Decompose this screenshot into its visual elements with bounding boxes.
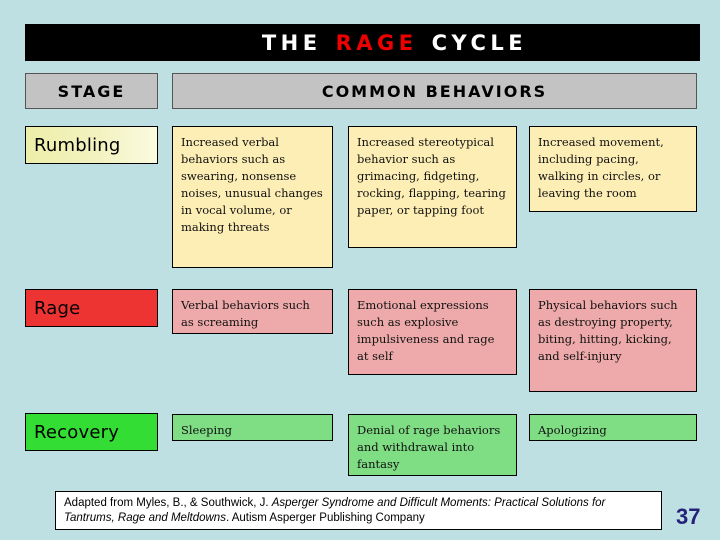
behavior-cell-rumbling-1: Increased verbal behaviors such as swear… <box>172 126 333 268</box>
title-word-the: THE <box>261 30 322 55</box>
citation-lead: Adapted from Myles, B., & Southwick, J. <box>64 497 272 509</box>
slide-title: THE RAGE CYCLE <box>198 31 527 55</box>
behavior-cell-recovery-1: Sleeping <box>172 414 333 441</box>
behavior-cell-recovery-2: Denial of rage behaviors and withdrawal … <box>348 414 517 476</box>
header-cell-stage: STAGE <box>25 73 158 109</box>
behavior-cell-recovery-3: Apologizing <box>529 414 697 441</box>
behavior-cell-rumbling-2: Increased stereotypical behavior such as… <box>348 126 517 248</box>
stage-chip-rage: Rage <box>25 289 158 327</box>
behavior-cell-rage-2: Emotional expressions such as explosive … <box>348 289 517 375</box>
header-cell-behaviors: COMMON BEHAVIORS <box>172 73 697 109</box>
header-label-stage: STAGE <box>57 81 126 101</box>
behavior-cell-rage-1: Verbal behaviors such as screaming <box>172 289 333 334</box>
stage-label-rumbling: Rumbling <box>34 134 121 156</box>
citation-tail: . Autism Asperger Publishing Company <box>225 512 425 524</box>
page-number: 37 <box>676 504 701 529</box>
behavior-cell-rumbling-3: Increased movement, including pacing, wa… <box>529 126 697 212</box>
behavior-cell-rage-3: Physical behaviors such as destroying pr… <box>529 289 697 392</box>
stage-chip-recovery: Recovery <box>25 413 158 451</box>
slide-title-bar: THE RAGE CYCLE <box>25 24 700 61</box>
header-label-behaviors: COMMON BEHAVIORS <box>321 81 548 101</box>
stage-label-rage: Rage <box>34 297 81 319</box>
stage-label-recovery: Recovery <box>34 421 120 443</box>
stage-chip-rumbling: Rumbling <box>25 126 158 164</box>
citation-book-title: Asperger Syndrome and Difficult Moments:… <box>64 497 606 524</box>
citation-box: Adapted from Myles, B., & Southwick, J. … <box>55 491 662 530</box>
title-word-cycle: CYCLE <box>431 30 528 55</box>
title-word-rage: RAGE <box>335 30 418 55</box>
